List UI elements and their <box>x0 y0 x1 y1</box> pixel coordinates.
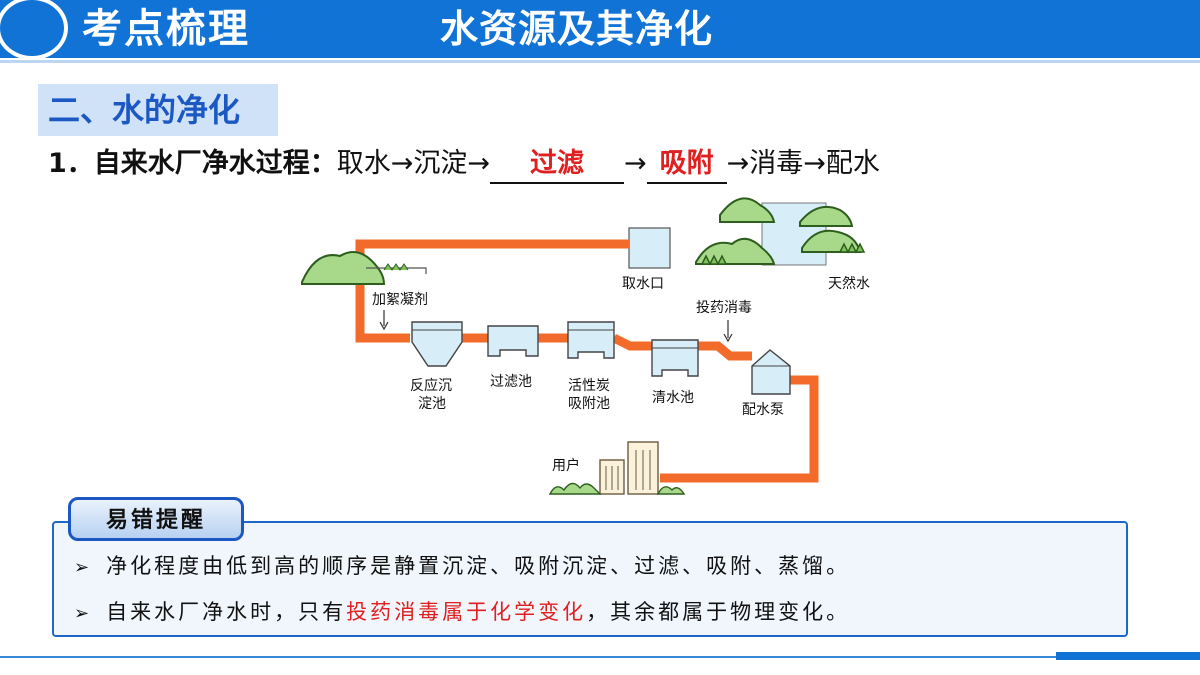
reaction-tank-icon <box>411 321 463 367</box>
label-flocculant: 加絮凝剂 <box>372 291 428 308</box>
tips-tag: 易错提醒 <box>105 507 206 533</box>
water-pipe <box>355 239 819 483</box>
step-settle: 沉淀 <box>413 148 468 179</box>
tree-icon <box>301 251 386 285</box>
clear-water-tank-icon <box>651 339 699 377</box>
label-carbon-tank-line1: 活性炭 <box>568 378 610 394</box>
label-carbon-tank-line2: 吸附池 <box>568 396 610 412</box>
label-disinfect: 投药消毒 <box>696 300 752 316</box>
tip-row-2: ➢ 自来水厂净水时，只有投药消毒属于化学变化，其余都属于物理变化。 <box>74 592 850 632</box>
tip-highlight: 投药消毒属于化学变化 <box>346 600 587 624</box>
answer-blank-filter: 过滤 <box>490 146 625 184</box>
building-icon <box>599 441 659 495</box>
bush-icon <box>548 482 602 495</box>
section-title-background <box>38 84 278 136</box>
arrow: → <box>390 148 414 179</box>
bullet-arrow-icon: ➢ <box>74 603 93 624</box>
intake-icon <box>628 227 671 269</box>
header-circle-icon <box>0 0 68 60</box>
label-pump: 配水泵 <box>742 402 784 418</box>
tip-text-after: ，其余都属于物理变化。 <box>586 600 851 624</box>
step-intake: 取水 <box>336 148 391 179</box>
header-underline <box>0 60 1200 63</box>
label-reaction-tank-line2: 淀池 <box>418 396 446 412</box>
filter-tank-icon <box>487 325 539 357</box>
label-clear-water-tank: 清水池 <box>652 390 694 406</box>
tips-tag-background <box>68 497 244 541</box>
header-label: 考点梳理 <box>82 6 250 52</box>
section-title: 二、水的净化 <box>48 91 241 129</box>
tip-text-before: 自来水厂净水时，只有 <box>106 600 347 624</box>
tree-icon <box>695 197 862 265</box>
grass-icon <box>700 242 866 266</box>
bullet-arrow-icon: ➢ <box>74 557 93 578</box>
step-distribute: 配水 <box>825 148 880 179</box>
step-disinfect: 消毒 <box>749 148 804 179</box>
label-filter-tank: 过滤池 <box>490 374 532 390</box>
label-user: 用户 <box>552 457 580 474</box>
process-number: 1． <box>48 148 94 179</box>
arrow: → <box>726 148 750 179</box>
arrow: → <box>803 148 826 179</box>
label-natural-water: 天然水 <box>828 275 870 292</box>
tip-text: 净化程度由低到高的顺序是静置沉淀、吸附沉淀、过滤、吸附、蒸馏。 <box>106 554 851 578</box>
page-title: 水资源及其净化 <box>440 7 714 51</box>
label-intake: 取水口 <box>622 276 664 292</box>
arrow: → <box>624 148 647 179</box>
process-sentence: 1．自来水厂净水过程：取水→沉淀→过滤→吸附→消毒→配水 <box>48 142 1148 186</box>
process-heading: 自来水厂净水过程： <box>93 148 337 179</box>
tip-row-1: ➢ 净化程度由低到高的顺序是静置沉淀、吸附沉淀、过滤、吸附、蒸馏。 <box>74 546 850 586</box>
answer-blank-adsorb: 吸附 <box>646 146 727 184</box>
arrow: → <box>467 148 491 179</box>
pump-house-icon <box>751 349 791 395</box>
grass-icon <box>383 263 409 271</box>
label-reaction-tank-line1: 反应沉 <box>410 377 452 394</box>
footer-accent-bar <box>1056 652 1200 660</box>
footer-line <box>0 656 1200 658</box>
bush-icon <box>656 486 686 495</box>
carbon-tank-icon <box>567 321 615 359</box>
header-bar <box>0 0 1200 58</box>
